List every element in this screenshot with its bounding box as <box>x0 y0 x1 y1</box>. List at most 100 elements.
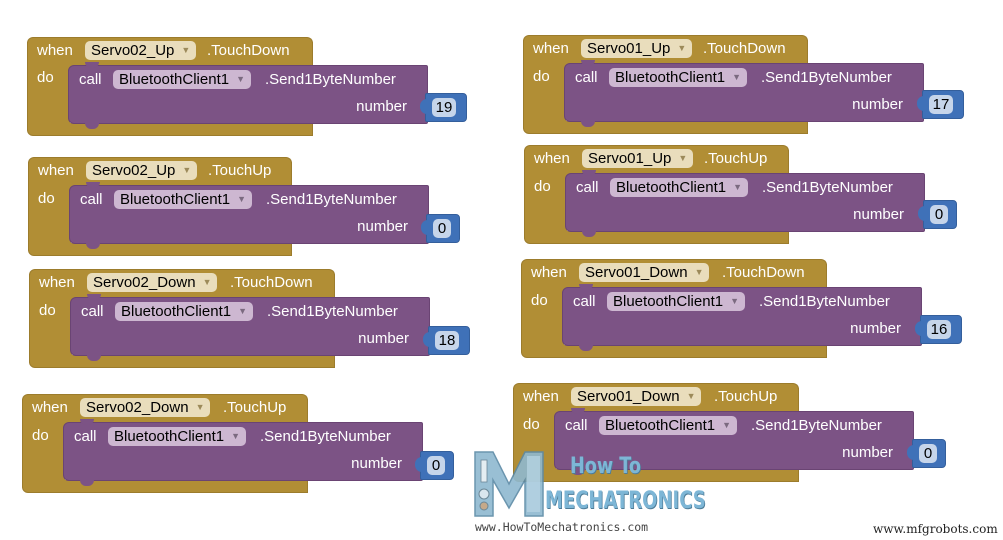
dropdown-arrow-icon: ▼ <box>730 296 739 306</box>
call-block[interactable]: call BluetoothClient1▼ .Send1ByteNumber … <box>564 60 924 127</box>
bluetooth-client-dropdown[interactable]: BluetoothClient1 ▼ <box>108 427 246 446</box>
component-dropdown[interactable]: Servo02_Down▼ <box>80 398 211 417</box>
component-dropdown[interactable]: Servo01_Up▼ <box>581 39 693 58</box>
when-label: when <box>38 162 74 179</box>
number-value[interactable]: 17 <box>929 95 953 114</box>
number-block[interactable]: 0 <box>907 439 946 468</box>
call-block[interactable]: call BluetoothClient1▼ .Send1ByteNumber … <box>69 182 429 249</box>
client-name: BluetoothClient1 <box>615 69 726 86</box>
client-name: BluetoothClient1 <box>114 428 225 445</box>
when-label: when <box>534 150 570 167</box>
event-name: .TouchDown <box>722 264 805 281</box>
dropdown-arrow-icon: ▼ <box>694 267 704 277</box>
bluetooth-client-dropdown[interactable]: BluetoothClient1 ▼ <box>609 68 747 87</box>
call-block[interactable]: call BluetoothClient1▼ .Send1ByteNumber … <box>68 62 428 129</box>
dropdown-arrow-icon: ▼ <box>722 420 731 430</box>
number-block[interactable]: 19 <box>420 93 467 122</box>
event-side <box>523 64 566 124</box>
client-name: BluetoothClient1 <box>605 417 716 434</box>
do-label: do <box>533 68 550 85</box>
notch <box>579 345 593 351</box>
event-footer <box>521 345 827 358</box>
component-dropdown[interactable]: Servo02_Up▼ <box>85 41 197 60</box>
watermark-line1: How To <box>570 454 641 479</box>
bluetooth-client-dropdown[interactable]: BluetoothClient1 ▼ <box>115 302 253 321</box>
component-name: Servo01_Down <box>585 264 688 281</box>
param-label: number <box>853 206 904 223</box>
bluetooth-client-dropdown[interactable]: BluetoothClient1▼ <box>113 70 251 89</box>
do-label: do <box>32 427 49 444</box>
number-value[interactable]: 0 <box>433 219 451 238</box>
dropdown-arrow-icon: ▼ <box>237 194 246 204</box>
howtomechatronics-watermark: How To MECHATRONICS www.HowToMechatronic… <box>473 446 706 536</box>
number-value[interactable]: 19 <box>432 98 456 117</box>
component-dropdown[interactable]: Servo01_Down▼ <box>571 387 702 406</box>
method-name: .Send1ByteNumber <box>761 69 892 86</box>
do-label: do <box>38 190 55 207</box>
event-name: .TouchDown <box>230 274 313 291</box>
event-name: .TouchUp <box>714 388 778 405</box>
event-footer <box>27 123 313 136</box>
component-dropdown[interactable]: Servo02_Down▼ <box>87 273 218 292</box>
call-block[interactable]: call BluetoothClient1▼ .Send1ByteNumber … <box>565 170 925 237</box>
number-value[interactable]: 0 <box>930 205 948 224</box>
dropdown-arrow-icon: ▼ <box>231 431 240 441</box>
event-name: .TouchDown <box>207 42 290 59</box>
call-block[interactable]: call BluetoothClient1▼ .Send1ByteNumber … <box>63 419 423 486</box>
component-dropdown[interactable]: Servo02_Up ▼ <box>86 161 198 180</box>
call-label: call <box>575 69 598 86</box>
component-name: Servo01_Up <box>587 40 671 57</box>
number-block[interactable]: 0 <box>421 214 460 243</box>
event-footer <box>523 121 808 134</box>
notch <box>86 243 100 249</box>
call-block[interactable]: call BluetoothClient1▼ .Send1ByteNumber … <box>562 284 922 351</box>
param-label: number <box>852 96 903 113</box>
number-value[interactable]: 16 <box>927 320 951 339</box>
number-block[interactable]: 17 <box>917 90 964 119</box>
notch <box>582 231 596 237</box>
bluetooth-client-dropdown[interactable]: BluetoothClient1 ▼ <box>599 416 737 435</box>
param-label: number <box>842 444 893 461</box>
bluetooth-client-dropdown[interactable]: BluetoothClient1▼ <box>610 178 748 197</box>
client-name: BluetoothClient1 <box>121 303 232 320</box>
dropdown-arrow-icon: ▼ <box>182 165 192 175</box>
number-block[interactable]: 0 <box>918 200 957 229</box>
when-label: when <box>39 274 75 291</box>
bluetooth-client-dropdown[interactable]: BluetoothClient1▼ <box>114 190 252 209</box>
call-label: call <box>81 303 104 320</box>
client-name: BluetoothClient1 <box>616 179 727 196</box>
call-block[interactable]: call BluetoothClient1▼ .Send1ByteNumber … <box>70 294 430 361</box>
number-value[interactable]: 0 <box>427 456 445 475</box>
param-label: number <box>358 330 409 347</box>
number-block[interactable]: 16 <box>915 315 962 344</box>
component-dropdown[interactable]: Servo01_Up▼ <box>582 149 694 168</box>
dropdown-arrow-icon: ▼ <box>686 391 696 401</box>
event-side <box>521 288 564 348</box>
number-block[interactable]: 0 <box>415 451 454 480</box>
when-label: when <box>32 399 68 416</box>
component-dropdown[interactable]: Servo01_Down ▼ <box>579 263 710 282</box>
mechatronics-logo-icon <box>474 451 544 517</box>
number-value[interactable]: 18 <box>435 331 459 350</box>
bluetooth-client-dropdown[interactable]: BluetoothClient1▼ <box>607 292 745 311</box>
watermark-url: www.HowToMechatronics.com <box>475 520 649 534</box>
component-name: Servo02_Up <box>92 162 176 179</box>
notch <box>80 480 94 486</box>
event-side <box>28 186 71 246</box>
number-value[interactable]: 0 <box>919 444 937 463</box>
dropdown-arrow-icon: ▼ <box>678 153 688 163</box>
call-block[interactable]: call BluetoothClient1▼ .Send1ByteNumber … <box>554 408 914 475</box>
do-label: do <box>531 292 548 309</box>
site-credit: www.mfgrobots.com <box>873 522 998 536</box>
event-side <box>22 423 65 483</box>
call-label: call <box>573 293 596 310</box>
dropdown-arrow-icon: ▼ <box>732 72 741 82</box>
dropdown-arrow-icon: ▼ <box>238 306 247 316</box>
number-block[interactable]: 18 <box>423 326 470 355</box>
event-side <box>27 66 70 126</box>
dropdown-arrow-icon: ▼ <box>202 277 212 287</box>
client-name: BluetoothClient1 <box>119 71 230 88</box>
method-name: .Send1ByteNumber <box>265 71 396 88</box>
param-label: number <box>351 455 402 472</box>
notch <box>571 469 585 475</box>
